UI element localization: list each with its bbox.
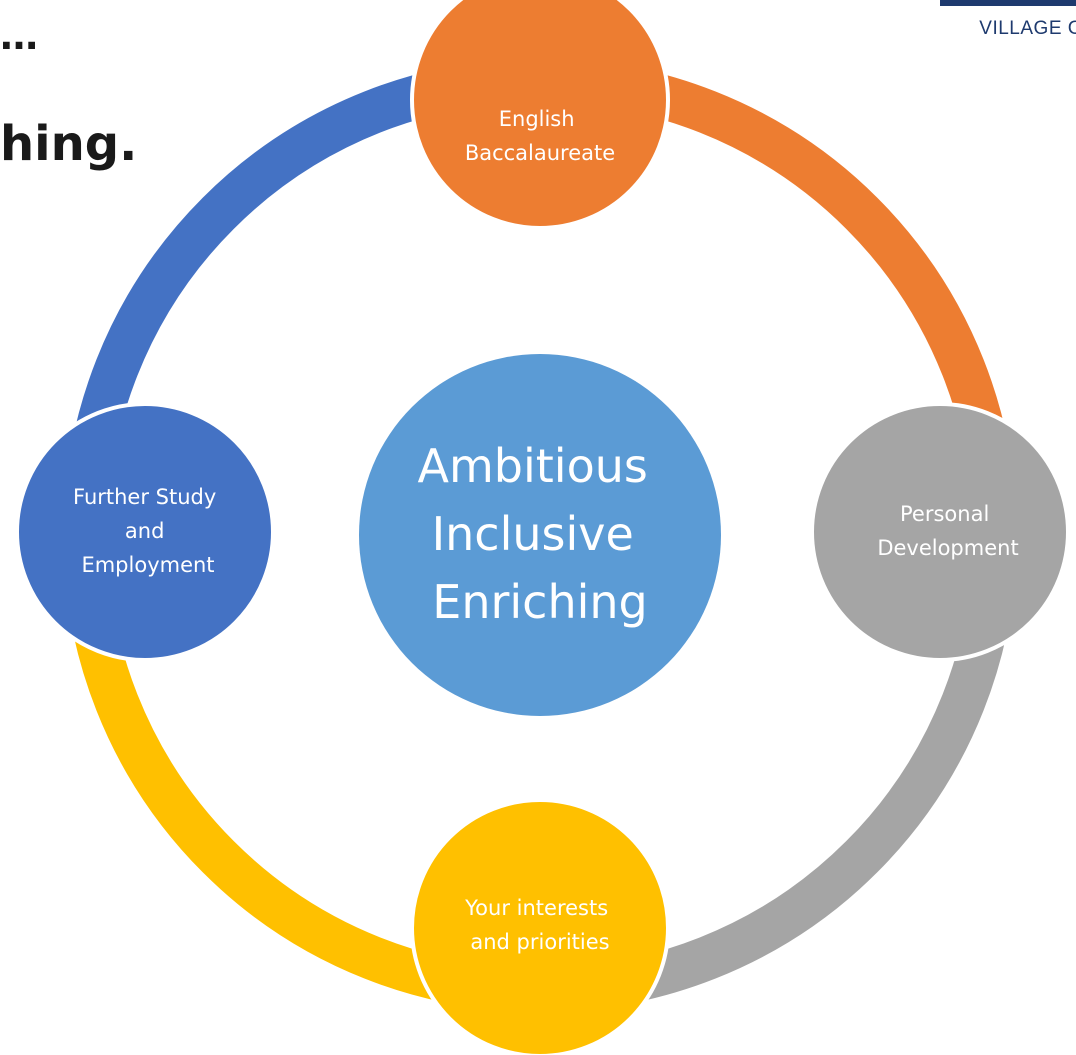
center-label: Ambitious Inclusive Enriching: [418, 439, 663, 629]
center-circle: [359, 354, 721, 716]
logo-text: VILLAGE C: [979, 18, 1076, 39]
node-label-line: and priorities: [470, 930, 609, 954]
center-label-line: Inclusive: [432, 507, 634, 561]
logo-mark: [940, 0, 1076, 6]
node-your-interests-label: Your interests and priorities: [464, 896, 615, 954]
node-label-line: Further Study: [73, 485, 216, 509]
node-label-line: and: [125, 519, 165, 543]
node-english-baccalaureate: [410, 0, 670, 230]
node-further-study: [15, 402, 275, 662]
node-label-line: English: [499, 107, 575, 131]
node-label-line: Employment: [81, 553, 214, 577]
node-further-study-label: Further Study and Employment: [73, 485, 223, 577]
node-personal-development-label: Personal Development: [877, 502, 1018, 560]
node-label-line: Development: [877, 536, 1018, 560]
college-logo: VILLAGE C: [932, 0, 1076, 48]
node-label-line: Baccalaureate: [465, 141, 615, 165]
center-label-line: Enriching: [432, 575, 648, 629]
node-your-interests: [410, 798, 670, 1055]
node-label-line: Personal: [900, 502, 989, 526]
node-english-baccalaureate-label: English Baccalaureate: [465, 107, 615, 165]
node-personal-development: [810, 402, 1070, 662]
node-label-line: Your interests: [464, 896, 608, 920]
heading-line-2: hing.: [0, 116, 138, 172]
center-label-line: Ambitious: [418, 439, 648, 493]
heading-line-1: …: [0, 14, 40, 58]
